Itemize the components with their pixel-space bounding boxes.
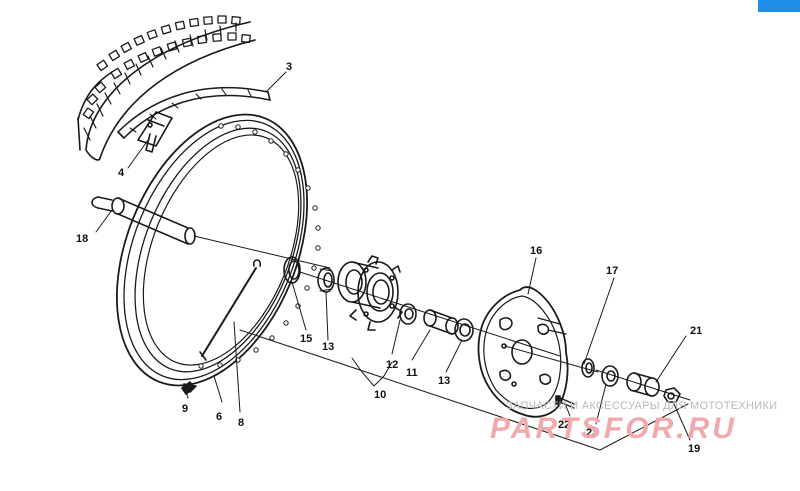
leader-lines <box>95 71 691 451</box>
callout-23: 23 <box>586 427 598 439</box>
callout-13-left: 13 <box>322 341 334 353</box>
callout-21: 21 <box>690 325 702 337</box>
callout-22: 22 <box>558 419 570 431</box>
valve-drawing <box>137 111 173 153</box>
callout-9: 9 <box>182 403 188 415</box>
callout-6: 6 <box>216 411 222 423</box>
callout-13-right: 13 <box>438 375 450 387</box>
corner-badge <box>758 0 800 12</box>
spoke-drawing <box>199 259 262 361</box>
callout-19: 19 <box>688 443 700 455</box>
watermark-tagline: ЗАПЧАСТИ И АКСЕССУАРЫ ДЛЯ МОТОТЕХНИКИ <box>506 400 777 412</box>
rim-tape-drawing <box>117 86 271 139</box>
right-side-parts-drawing <box>555 358 691 409</box>
callout-4: 4 <box>118 167 125 179</box>
callout-11: 11 <box>406 367 418 379</box>
callout-16: 16 <box>530 245 542 257</box>
callout-17: 17 <box>606 265 618 277</box>
brake-disc-drawing <box>477 286 599 418</box>
axle-drawing <box>91 196 331 269</box>
callout-8: 8 <box>238 417 244 429</box>
tyre-drawing <box>77 15 256 161</box>
callout-15: 15 <box>300 333 312 345</box>
rim-drawing <box>116 113 321 393</box>
callout-10: 10 <box>374 389 386 401</box>
callout-12: 12 <box>386 359 398 371</box>
callout-18: 18 <box>76 233 88 245</box>
watermark-brand: PARTSFOR.RU <box>490 412 737 445</box>
callout-3: 3 <box>286 61 292 73</box>
nipple-drawing <box>181 381 195 395</box>
